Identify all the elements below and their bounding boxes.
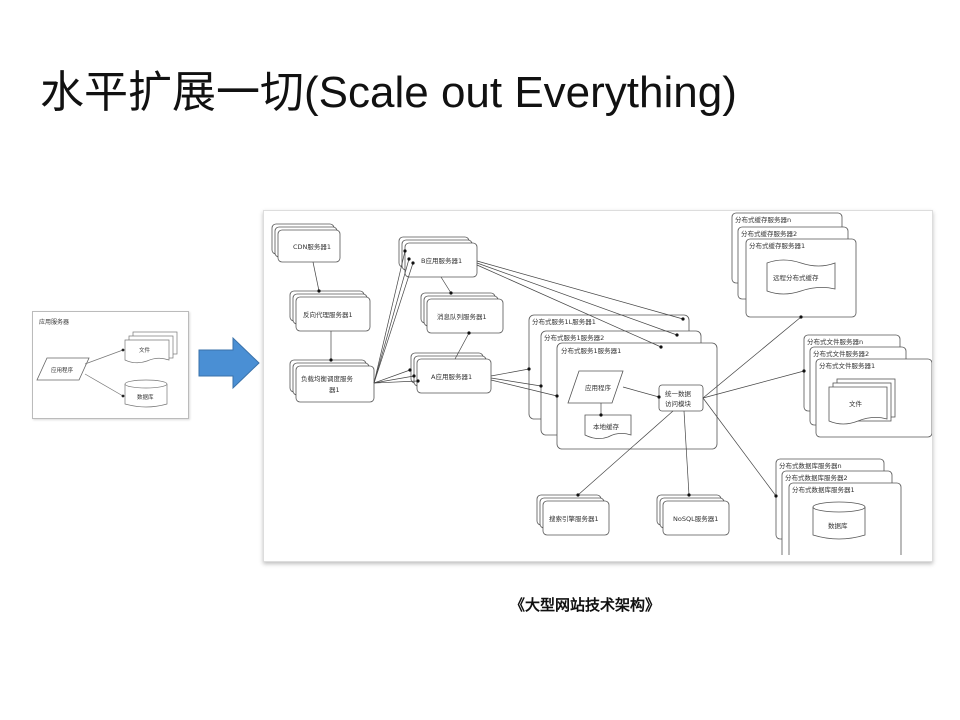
nosql-label: NoSQL服务器1 [673,514,718,523]
search-label: 搜索引擎服务器1 [549,514,599,523]
app-a-label: A应用服务器1 [431,372,472,381]
distributed-file-stack [803,334,933,438]
file-shape [828,386,888,425]
dist-service-label-1: 分布式服务1服务器1 [561,346,621,355]
data-access-label-1: 统一数据 [665,389,692,398]
data-access-label-2: 访问模块 [665,399,692,408]
distributed-db-stack [775,458,902,574]
edges [312,250,805,497]
app-a-server-stack [410,352,492,394]
search-engine-stack [536,494,610,536]
app-program-shape: 应用程序 [36,357,90,381]
remote-cache-label: 远程分布式缓存 [773,273,819,282]
message-queue-label: 消息队列服务器1 [437,312,487,321]
database-shape: 数据库 [124,379,168,408]
app-server-label: 应用服务器 [39,318,69,326]
app-b-label: B应用服务器1 [421,256,462,265]
app-program-label: 应用程序 [51,366,74,374]
reverse-proxy-label: 反向代理服务器1 [303,310,353,319]
cache-label-1: 分布式缓存服务器1 [749,241,805,250]
distributed-cache-stack [731,212,857,318]
right-arrow-icon [198,336,260,390]
local-cache-shape [584,414,632,439]
edge-endpoints [317,249,806,498]
local-cache-label: 本地缓存 [593,422,620,431]
load-balancer-label-1: 负载均衡调度服务 [301,374,354,383]
app-program-shape [567,370,624,404]
single-server-diagram: 应用服务器 应用程序 文件 数据库 [32,311,189,419]
load-balancer-stack [289,359,375,403]
remote-cache-shape [766,259,836,295]
db-label-1: 分布式数据库服务器1 [792,485,855,494]
db-label-n: 分布式数据库服务器n [779,461,842,470]
file-label-2: 分布式文件服务器2 [813,349,869,358]
book-caption: 《大型网站技术架构》 [509,596,660,614]
file-content-label: 文件 [849,399,863,408]
db-label-2: 分布式数据库服务器2 [785,473,848,482]
architecture-svg: CDN服务器1 反向代理服务器1 负载均衡调度服务 器1 B应用服务器1 消息队… [265,212,933,574]
message-queue-stack [420,292,504,334]
cdn-label: CDN服务器1 [293,242,331,251]
db-content-label: 数据库 [828,521,848,530]
reverse-proxy-stack [289,290,371,332]
file-label-n: 分布式文件服务器n [807,337,863,346]
dist-service-label-3: 分布式服务1L服务器1 [532,317,596,326]
app-b-server-stack [398,236,478,278]
load-balancer-label-2: 器1 [329,386,340,394]
dist-service-label-2: 分布式服务1服务器2 [544,333,604,342]
nosql-stack [656,494,730,536]
cdn-server-stack [271,223,341,263]
files-shape: 文件 [124,331,178,364]
distributed-service-stack [528,314,718,450]
edge-app-db [84,373,124,397]
edge-app-files [84,349,124,365]
database-shape [812,507,866,540]
file-label-1: 分布式文件服务器1 [819,361,875,370]
cache-label-2: 分布式缓存服务器2 [741,229,797,238]
database-label: 数据库 [137,393,154,401]
dist-app-label: 应用程序 [585,383,612,392]
cache-label-n: 分布式缓存服务器n [735,215,791,224]
slide-title: 水平扩展一切(Scale out Everything) [40,68,737,117]
single-server-svg: 应用服务器 应用程序 文件 数据库 [36,318,178,408]
files-label: 文件 [139,346,151,354]
scale-out-diagram: CDN服务器1 反向代理服务器1 负载均衡调度服务 器1 B应用服务器1 消息队… [263,210,933,574]
